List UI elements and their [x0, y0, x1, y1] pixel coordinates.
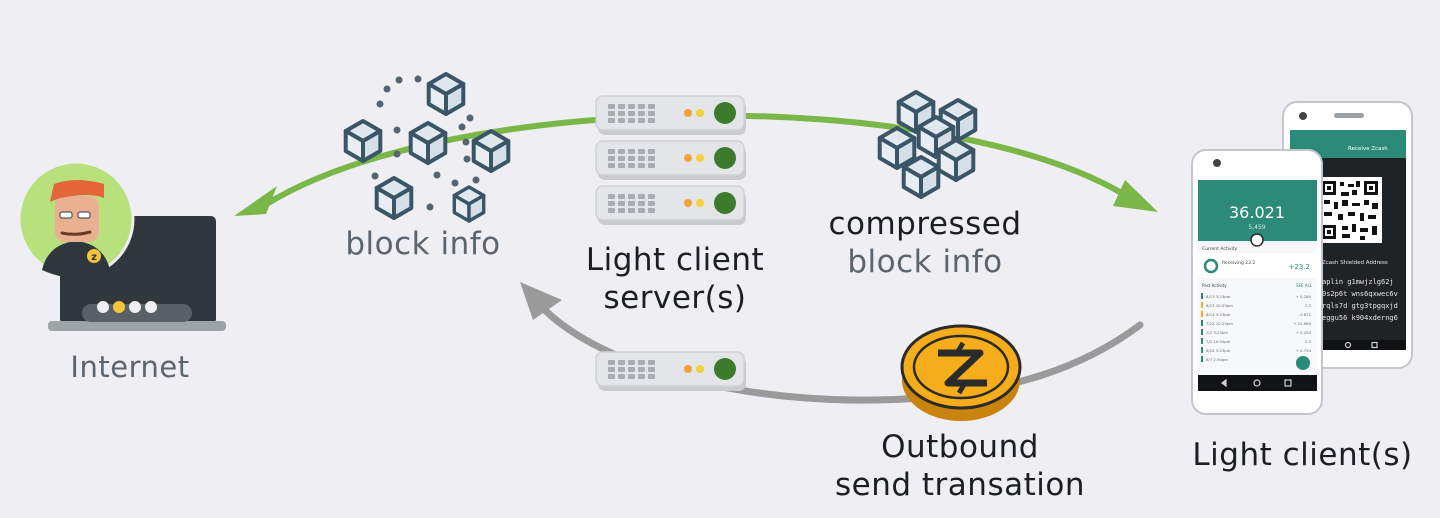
activity-row-amount: - 0.872: [1298, 312, 1312, 317]
activity-row-dividers: [1201, 293, 1203, 362]
activity-row-amount: 2.3: [1305, 303, 1312, 308]
phone-icon: [1191, 149, 1323, 415]
activity-row-date: 7/2 3:23pm: [1206, 330, 1228, 335]
zcash-coin-icon: [900, 324, 1022, 421]
user-avatar-icon: z: [17, 160, 135, 278]
cube-icon: [408, 121, 448, 165]
light-client-server-line2: server(s): [603, 279, 747, 316]
balance-sub: 5,459: [1248, 224, 1265, 231]
light-clients-label: Light client(s): [1192, 437, 1413, 473]
outbound-server-icon: [595, 351, 747, 392]
activity-row-amount: + 0.794: [1296, 348, 1312, 353]
light-client-server-line1: Light client: [585, 242, 765, 278]
receiving-amount: +23.2: [1289, 263, 1310, 271]
address-line: aplin g1mwjzlg62j: [1322, 278, 1394, 286]
cube-icon: [901, 155, 941, 199]
grey-arrowhead: [520, 282, 562, 320]
activity-row-date: 6/7 2:30pm: [1206, 357, 1228, 362]
cube-icon: [426, 72, 466, 116]
outbound-line1: Outbound: [881, 429, 1039, 465]
compressed-block-info-label: compressed block info: [815, 206, 1035, 282]
address-title: Zcash Shielded Address: [1322, 260, 1388, 266]
cube-icon: [343, 119, 383, 163]
activity-row-amount: + 12.980: [1293, 321, 1311, 326]
svg-text:z: z: [91, 252, 97, 263]
address-line: 0s2p6t wns6qxwec6v: [1322, 290, 1398, 298]
server-icon: [595, 185, 747, 226]
server-icon: [595, 140, 747, 181]
activity-row-date: 8/13 3:23pm: [1206, 294, 1231, 299]
cube-icon: [452, 185, 486, 223]
activity-row-date: 7/22 10:23pm: [1206, 321, 1233, 326]
activity-row-amount: 2.3: [1305, 339, 1312, 344]
internet-label: Internet: [70, 350, 190, 384]
activity-row-date: 6/22 3:23pm: [1206, 348, 1231, 353]
past-activity-label: Past Activity: [1202, 283, 1227, 288]
block-info-label: block info: [345, 226, 501, 262]
address-line: eggu56 k904xderng6: [1322, 314, 1398, 322]
block-info-dots: [371, 75, 480, 211]
cube-icon: [471, 129, 511, 173]
cube-icon: [936, 138, 976, 182]
address-line: rqls7d gtg3tpgqxjd: [1322, 302, 1398, 310]
receive-title: Receive Zcash: [1348, 146, 1388, 152]
outbound-send-label: Outbound send transation: [825, 429, 1095, 505]
light-client-server-label: Light client server(s): [560, 242, 790, 318]
server-icon: [595, 95, 747, 136]
receiving-label: Receiving 23.2: [1222, 260, 1255, 266]
compressed-line2: block info: [847, 243, 1003, 280]
activity-row-date: 7/2 10:50pm: [1206, 339, 1231, 344]
current-activity-label: Current Activity: [1202, 246, 1237, 252]
see-all-link[interactable]: SEE ALL: [1296, 283, 1313, 288]
phone-nav-icons: [1221, 341, 1378, 388]
activity-row-date: 8/14 3:23pm: [1206, 312, 1231, 317]
activity-row-amount: + 0.294: [1296, 330, 1312, 335]
compressed-line1: compressed: [828, 206, 1022, 242]
cube-icon: [374, 176, 414, 220]
green-arrowhead-left: [234, 186, 277, 216]
balance-value: 36.021: [1229, 203, 1285, 222]
activity-row-date: 8/23 10:23pm: [1206, 303, 1233, 308]
qr-code-icon: [1318, 177, 1382, 243]
green-arrowhead-right: [1113, 180, 1158, 212]
outbound-line2: send transation: [835, 466, 1085, 503]
activity-row-amount: + 0.280: [1296, 294, 1312, 299]
